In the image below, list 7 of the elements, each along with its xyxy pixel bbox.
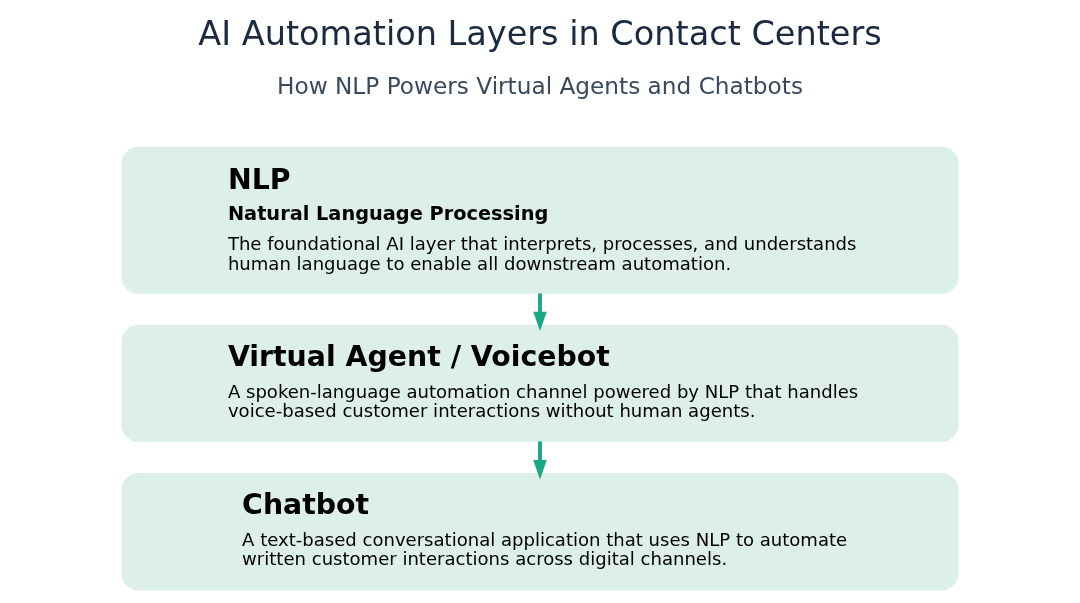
node-box: NLP Natural Language Processing The foundational AI layer that interprets, processes, and understands human language to enable all downstream automation.	[121, 146, 959, 294]
node-box: Virtual Agent / Voicebot A spoken-language automation channel powered by NLP that handles voice-based customer interactions without human agents.	[121, 324, 959, 443]
diagram-title: AI Automation Layers in Contact Centers	[198, 14, 882, 54]
arrow	[533, 441, 547, 480]
arrow	[533, 293, 547, 332]
label: How NLP Powers Virtual Agents and Chatbots	[277, 71, 803, 99]
node-box: Chatbot A text-based conversational application that uses NLP to automate written customer interactions across digital channels.	[121, 473, 959, 591]
